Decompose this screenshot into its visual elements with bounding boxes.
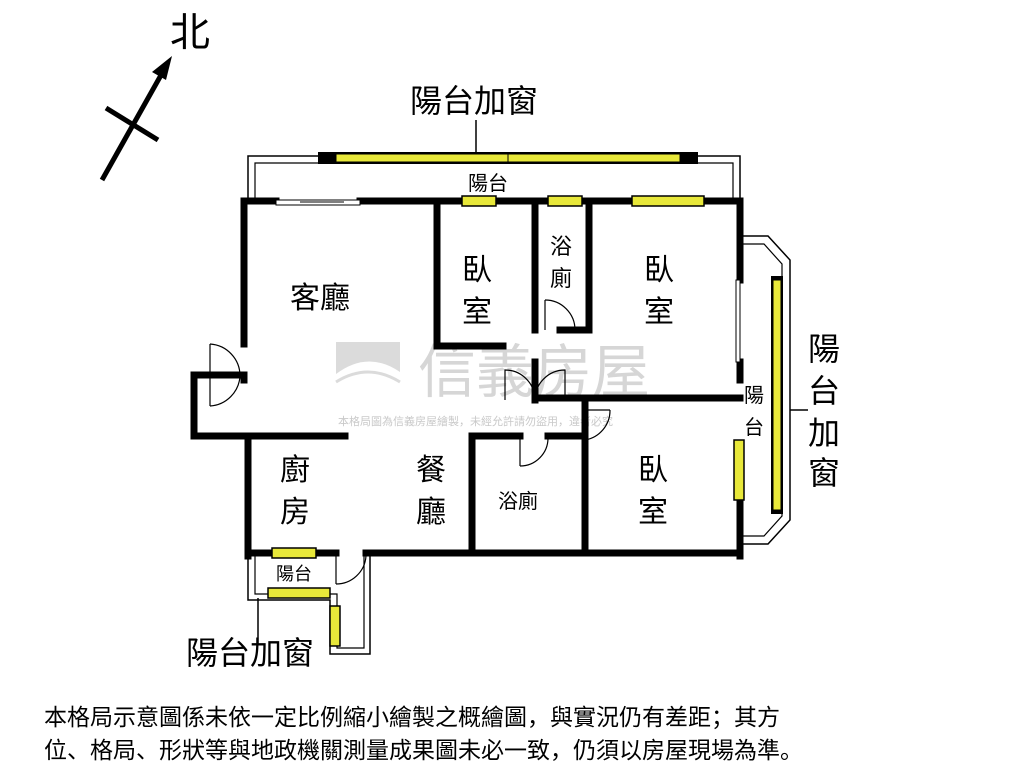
label-bedroom-c-2: 室 [638, 495, 668, 530]
bottom-balcony-window [267, 587, 331, 599]
watermark-notice: 本格局圖為信義房屋繪製，未經允許請勿盜用，違者必究 [338, 414, 613, 428]
doors [209, 299, 611, 585]
label-bath-top-1: 浴 [550, 235, 572, 260]
watermark-logo [335, 342, 401, 400]
compass-north-label: 北 [170, 10, 210, 56]
label-dining-1: 餐 [416, 453, 446, 488]
disclaimer-line-1: 本格局示意圖係未依一定比例縮小繪製之概繪圖，與實況仍有差距；其方 [44, 705, 780, 731]
label-side-window-2: 台 [808, 372, 840, 410]
label-bedroom-b-2: 室 [644, 295, 674, 330]
label-kitchen-1: 廚 [280, 453, 310, 488]
label-living-room: 客廳 [290, 281, 350, 316]
label-bath-bottom: 浴廁 [498, 489, 538, 513]
label-top-window: 陽台加窗 [410, 82, 538, 120]
label-bottom-window: 陽台加窗 [186, 634, 314, 672]
label-bath-top-2: 廁 [550, 267, 572, 292]
disclaimer: 本格局示意圖係未依一定比例縮小繪製之概繪圖，與實況仍有差距；其方 位、格局、形狀… [44, 702, 1004, 768]
disclaimer-line-2: 位、格局、形狀等與地政機關測量成果圖未必一致，仍須以房屋現場為準。 [44, 738, 803, 764]
label-side-balcony-2: 台 [744, 415, 764, 439]
label-bottom-balcony: 陽台 [276, 564, 312, 585]
watermark: 信義房屋 本格局圖為信義房屋繪製，未經允許請勿盜用，違者必究 [335, 338, 650, 428]
label-side-window-3: 加 [808, 414, 840, 452]
compass: 北 [99, 10, 210, 182]
walls [190, 197, 744, 560]
floor-plan: 信義房屋 本格局圖為信義房屋繪製，未經允許請勿盜用，違者必究 北 [99, 10, 840, 672]
label-bedroom-a-1: 臥 [462, 253, 492, 288]
side-balcony-window [772, 279, 782, 511]
label-side-window-1: 陽 [808, 330, 840, 368]
label-kitchen-2: 房 [280, 495, 310, 530]
label-side-window-4: 窗 [808, 454, 840, 492]
label-bedroom-b-1: 臥 [644, 253, 674, 288]
compass-arrow-icon [152, 56, 172, 80]
label-bedroom-c-1: 臥 [638, 453, 668, 488]
label-top-balcony: 陽台 [468, 171, 508, 195]
label-side-balcony-1: 陽 [744, 383, 764, 407]
label-bedroom-a-2: 室 [462, 295, 492, 330]
label-dining-2: 廳 [416, 495, 446, 530]
